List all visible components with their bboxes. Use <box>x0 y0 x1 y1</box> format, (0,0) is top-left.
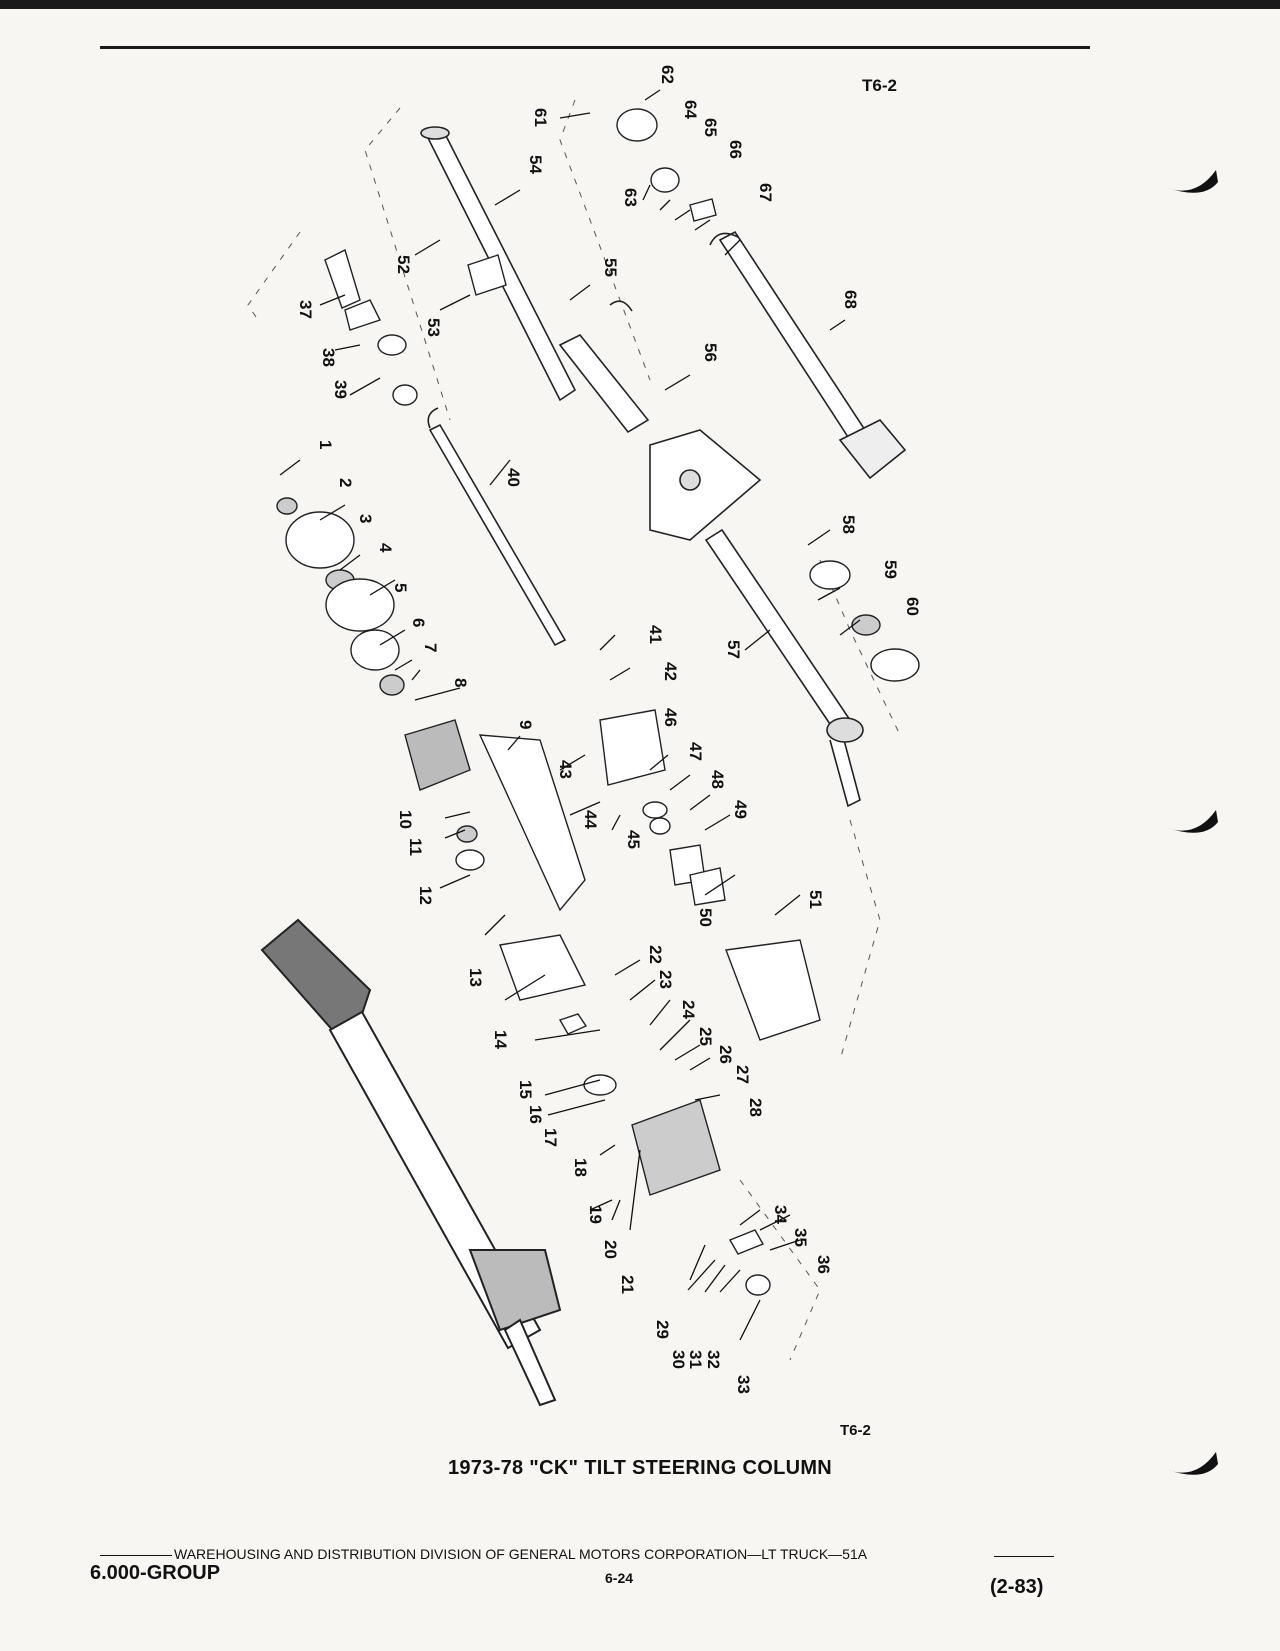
shaft-part-40 <box>427 407 567 647</box>
callout-23: 23 <box>656 970 675 989</box>
callout-28: 28 <box>746 1098 765 1117</box>
callout-5: 5 <box>391 583 410 592</box>
callout-32: 32 <box>704 1350 723 1369</box>
callout-11: 11 <box>406 838 425 856</box>
callout-39: 39 <box>331 380 350 399</box>
callout-64: 64 <box>681 100 700 119</box>
callout-49: 49 <box>731 800 750 819</box>
footer-division-text: WAREHOUSING AND DISTRIBUTION DIVISION OF… <box>174 1546 868 1562</box>
callout-27: 27 <box>733 1065 752 1084</box>
callout-54: 54 <box>526 155 545 174</box>
group-label: 6.000-GROUP <box>90 1562 221 1584</box>
callout-52: 52 <box>394 255 413 274</box>
callout-12: 12 <box>416 886 435 905</box>
callout-25: 25 <box>696 1027 715 1046</box>
callout-1: 1 <box>316 440 335 449</box>
callout-10: 10 <box>396 810 415 829</box>
callout-47: 47 <box>686 742 705 761</box>
date-code: (2-83) <box>990 1576 1044 1598</box>
part-callouts: 1 2 3 4 5 6 7 8 9 10 11 12 13 14 15 16 1… <box>296 65 922 1394</box>
binder-hole-mark <box>1168 1452 1218 1475</box>
small-parts <box>276 108 920 1296</box>
shaft-part-57 <box>704 528 864 808</box>
callout-59: 59 <box>881 560 900 579</box>
callout-45: 45 <box>624 830 643 849</box>
callout-67: 67 <box>756 183 775 202</box>
callout-15: 15 <box>516 1080 535 1099</box>
callout-56: 56 <box>701 343 720 362</box>
callout-51: 51 <box>806 890 825 909</box>
callout-22: 22 <box>646 945 665 964</box>
callout-66: 66 <box>726 140 745 159</box>
plate-part-56 <box>649 429 762 541</box>
shaft-part-54 <box>420 126 577 402</box>
binder-hole-mark <box>1168 810 1218 833</box>
header-rule <box>100 46 1090 49</box>
callout-6: 6 <box>409 618 428 627</box>
callout-65: 65 <box>701 118 720 137</box>
callout-38: 38 <box>319 348 338 367</box>
shaft-part-55 <box>558 300 650 434</box>
callout-62: 62 <box>658 65 677 84</box>
callout-34: 34 <box>771 1205 790 1224</box>
callout-61: 61 <box>531 108 550 127</box>
callout-20: 20 <box>601 1240 620 1259</box>
callout-36: 36 <box>814 1255 833 1274</box>
callout-9: 9 <box>516 720 535 729</box>
page-number: 6-24 <box>605 1570 634 1586</box>
callout-24: 24 <box>679 1000 698 1019</box>
callout-19: 19 <box>586 1205 605 1224</box>
callout-53: 53 <box>424 318 443 337</box>
callout-57: 57 <box>724 640 743 659</box>
figure-code-bottom: T6-2 <box>840 1422 871 1439</box>
callout-58: 58 <box>839 515 858 534</box>
callout-30: 30 <box>669 1350 688 1369</box>
callout-16: 16 <box>526 1105 545 1124</box>
callout-29: 29 <box>653 1320 672 1339</box>
callout-42: 42 <box>661 662 680 681</box>
footer-date-rule <box>994 1556 1054 1557</box>
callout-55: 55 <box>601 258 620 277</box>
callout-68: 68 <box>841 290 860 309</box>
callout-60: 60 <box>903 597 922 616</box>
figure-code-top: T6-2 <box>862 76 897 95</box>
phantom-guide-lines <box>247 99 901 1361</box>
callout-4: 4 <box>376 543 395 553</box>
callout-7: 7 <box>421 643 440 652</box>
callout-13: 13 <box>466 968 485 987</box>
callout-18: 18 <box>571 1158 590 1177</box>
callout-63: 63 <box>621 188 640 207</box>
callout-8: 8 <box>451 678 470 687</box>
figure-title: 1973-78 "CK" TILT STEERING COLUMN <box>447 1457 833 1479</box>
shaft-part-68 <box>709 230 907 480</box>
callout-33: 33 <box>734 1375 753 1394</box>
binder-hole-mark <box>1168 170 1218 193</box>
callout-37: 37 <box>296 300 315 319</box>
callout-35: 35 <box>791 1228 810 1247</box>
callout-40: 40 <box>504 468 523 487</box>
callout-26: 26 <box>716 1045 735 1064</box>
callout-31: 31 <box>686 1350 705 1369</box>
callout-46: 46 <box>661 708 680 727</box>
column-assembly <box>260 918 562 1407</box>
callout-2: 2 <box>336 478 355 487</box>
callout-44: 44 <box>581 810 600 829</box>
callout-17: 17 <box>541 1128 560 1147</box>
callout-41: 41 <box>646 625 665 644</box>
callout-14: 14 <box>491 1030 510 1049</box>
callout-50: 50 <box>696 908 715 927</box>
footer-division-line: WAREHOUSING AND DISTRIBUTION DIVISION OF… <box>100 1546 867 1562</box>
callout-21: 21 <box>618 1275 637 1294</box>
scan-top-edge <box>0 0 1280 9</box>
callout-3: 3 <box>356 514 375 523</box>
part-callout-leaders <box>279 89 861 1341</box>
callout-48: 48 <box>708 770 727 789</box>
callout-43: 43 <box>556 760 575 779</box>
